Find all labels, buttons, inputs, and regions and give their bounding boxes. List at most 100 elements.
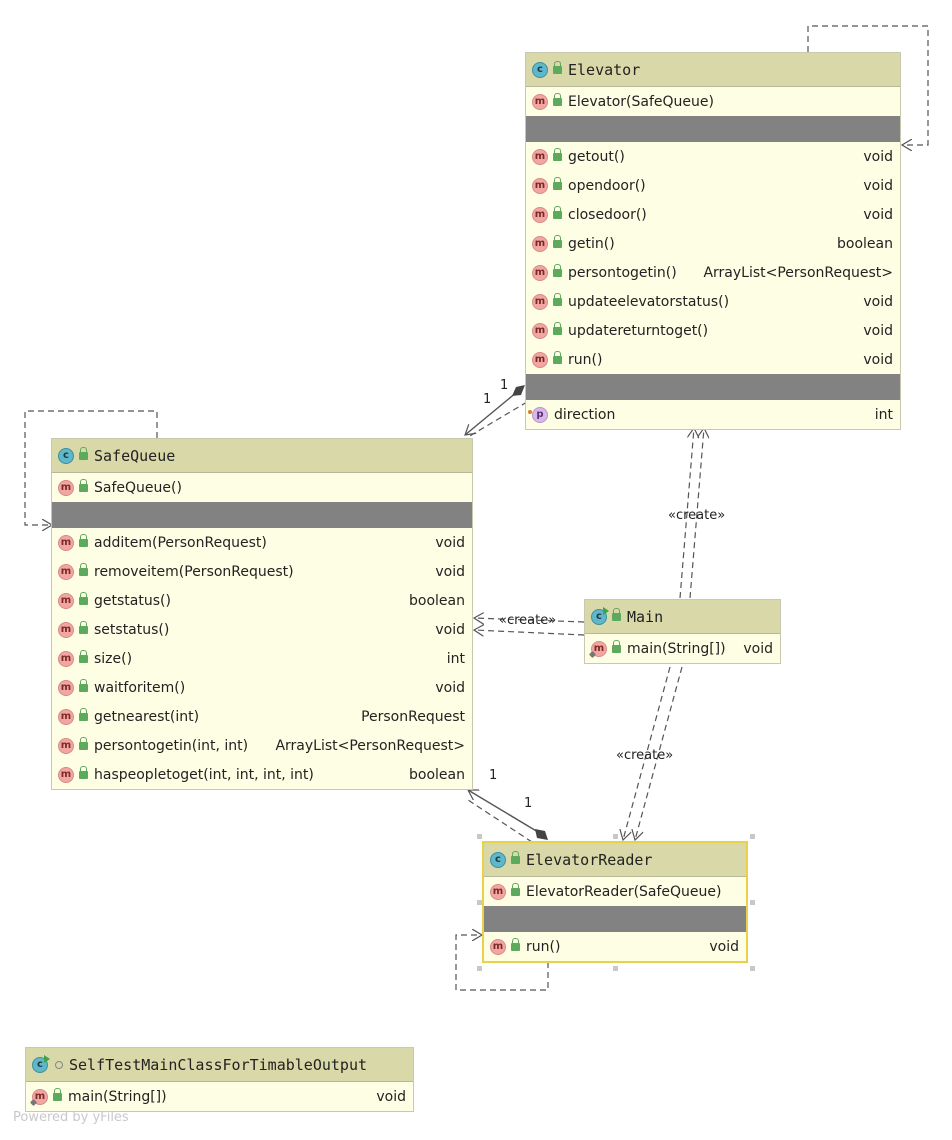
- class-header[interactable]: c SelfTestMainClassForTimableOutput: [26, 1048, 413, 1082]
- constructor-row[interactable]: m SafeQueue(): [52, 473, 472, 502]
- main-safequeue-create-2: [474, 630, 585, 635]
- multiplicity-label: 1: [500, 378, 509, 393]
- method-icon: m: [58, 479, 74, 496]
- constructor-row[interactable]: m ElevatorReader(SafeQueue): [484, 877, 746, 906]
- method-icon: m: [58, 621, 74, 638]
- class-header[interactable]: c ElevatorReader: [484, 843, 746, 877]
- return-type: PersonRequest: [361, 708, 465, 725]
- class-header[interactable]: c Main: [585, 600, 780, 634]
- class-name: Elevator: [568, 60, 641, 79]
- multiplicity-label: 1: [524, 796, 533, 811]
- resize-handle[interactable]: [477, 900, 482, 905]
- constructor-row[interactable]: m Elevator(SafeQueue): [526, 87, 900, 116]
- method-icon: m: [532, 322, 548, 339]
- class-header[interactable]: c Elevator: [526, 53, 900, 87]
- public-lock-icon: [511, 937, 520, 951]
- class-icon: c: [58, 447, 74, 464]
- return-type: ArrayList<PersonRequest>: [703, 264, 893, 281]
- method-icon: m: [532, 177, 548, 194]
- resize-handle[interactable]: [613, 834, 618, 839]
- method-name: opendoor(): [568, 177, 646, 194]
- multiplicity-label: 1: [489, 768, 498, 783]
- class-elevatorreader[interactable]: c ElevatorReader m ElevatorReader(SafeQu…: [482, 841, 748, 963]
- resize-handle[interactable]: [613, 966, 618, 971]
- method-icon: m: [58, 766, 74, 783]
- public-lock-icon: [79, 678, 88, 692]
- section-separator: [526, 374, 900, 400]
- elevatorreader-self-loop: [455, 935, 549, 991]
- resize-handle[interactable]: [750, 834, 755, 839]
- main-elevator-create-1: [679, 428, 694, 599]
- static-method-icon: m: [32, 1088, 48, 1105]
- class-header[interactable]: c SafeQueue: [52, 439, 472, 473]
- method-name: ElevatorReader(SafeQueue): [526, 883, 722, 900]
- resize-handle[interactable]: [750, 900, 755, 905]
- public-lock-icon: [553, 92, 562, 106]
- public-lock-icon: [79, 478, 88, 492]
- section-separator: [484, 906, 746, 932]
- public-lock-icon: [553, 292, 562, 306]
- resize-handle[interactable]: [477, 966, 482, 971]
- method-name: run(): [568, 351, 603, 368]
- class-icon: c: [490, 851, 506, 868]
- resize-handle[interactable]: [750, 966, 755, 971]
- powered-by-footer: Powered by yFiles: [13, 1110, 129, 1125]
- return-type: void: [863, 148, 893, 165]
- method-name: Elevator(SafeQueue): [568, 93, 714, 110]
- public-lock-icon: [79, 446, 88, 460]
- method-name: getstatus(): [94, 592, 171, 609]
- package-private-icon: [55, 1060, 63, 1069]
- main-safequeue-create-1: [474, 618, 585, 622]
- return-type: void: [863, 293, 893, 310]
- class-selftest[interactable]: c SelfTestMainClassForTimableOutput m mai…: [25, 1047, 414, 1112]
- method-name: waitforitem(): [94, 679, 186, 696]
- method-name: main(String[]): [68, 1088, 167, 1105]
- method-name: updatereturntoget(): [568, 322, 709, 339]
- method-name: removeitem(PersonRequest): [94, 563, 294, 580]
- static-method-icon: m: [591, 640, 607, 657]
- elevator-safequeue-association: [465, 391, 518, 435]
- elevator-composition-diamond: [512, 385, 525, 396]
- property-row[interactable]: p direction int: [526, 400, 900, 429]
- return-type: void: [376, 1088, 406, 1105]
- method-icon: m: [58, 563, 74, 580]
- return-type: void: [435, 534, 465, 551]
- public-lock-icon: [553, 147, 562, 161]
- public-lock-icon: [553, 321, 562, 335]
- method-row[interactable]: m run() void: [526, 345, 900, 374]
- public-lock-icon: [79, 533, 88, 547]
- return-type: void: [863, 351, 893, 368]
- public-lock-icon: [79, 620, 88, 634]
- public-lock-icon: [511, 850, 520, 864]
- safequeue-self-loop: [24, 410, 158, 525]
- method-row[interactable]: m main(String[]) void: [26, 1082, 413, 1111]
- method-icon: m: [58, 708, 74, 725]
- public-lock-icon: [79, 562, 88, 576]
- method-icon: m: [532, 351, 548, 368]
- method-icon: m: [532, 93, 548, 110]
- method-name: main(String[]): [627, 640, 726, 657]
- resize-handle[interactable]: [477, 834, 482, 839]
